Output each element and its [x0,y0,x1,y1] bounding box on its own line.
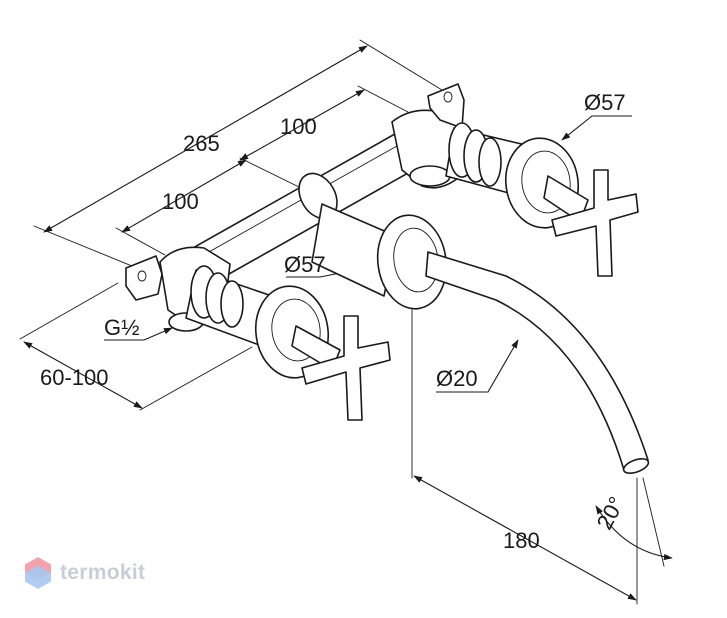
spout-pipe [425,251,649,471]
leader-g12 [104,327,173,341]
right-valve [445,122,639,277]
brand-watermark: termokit [24,553,145,593]
left-valve-ring-3 [220,280,244,328]
dimension-lines [19,39,673,605]
label-d57-middle: Ø57 [284,252,326,277]
dim-angle-ray [642,477,665,567]
label-180: 180 [503,528,540,553]
dim-100-mid-ext [239,157,306,191]
front-bracket [125,255,163,301]
label-g12: G½ [104,315,139,340]
dim-180-line [413,475,637,601]
front-bracket-hole [137,270,147,282]
dim-265-ext-left [33,225,133,267]
back-elbow-bottom [409,165,451,187]
left-rosette-inner [271,298,321,362]
cross-pipe-highlight [183,141,405,267]
label-d57-right: Ø57 [584,90,626,115]
dim-angle-arc [595,505,673,561]
dim-depth-ext-left [19,282,119,340]
spout-outlet [622,458,650,474]
right-rosette-inner [521,150,571,214]
dim-100-back-ext [357,85,409,113]
label-d20: Ø20 [436,366,478,391]
label-angle: 20° [592,493,630,534]
dim-100-front-ext [115,227,166,256]
brand-name: termokit [60,561,146,584]
right-valve-ring-3 [478,137,502,187]
dimension-labels: 265 100 100 Ø57 Ø57 G½ 60-100 Ø20 180 20… [40,90,629,553]
left-cross-handle [301,315,391,421]
back-bracket-hole [443,91,453,103]
dim-100-back-line [239,89,365,161]
spout-assembly [311,203,650,474]
label-265: 265 [183,131,220,156]
spout-stem [311,203,397,297]
label-100-back: 100 [280,114,317,139]
label-100-front: 100 [162,189,199,214]
label-depth: 60-100 [40,365,109,390]
brand-logo-icon [25,557,51,589]
left-valve [185,265,391,421]
dim-depth-ext-right [139,346,253,411]
dim-depth-line [23,341,143,409]
dim-265-ext-right [359,39,443,91]
leader-d57-right [561,115,632,141]
leader-d20 [436,339,519,393]
dim-100-front-line [121,159,247,233]
right-cross-handle [551,169,639,277]
dim-265-line [43,45,368,233]
